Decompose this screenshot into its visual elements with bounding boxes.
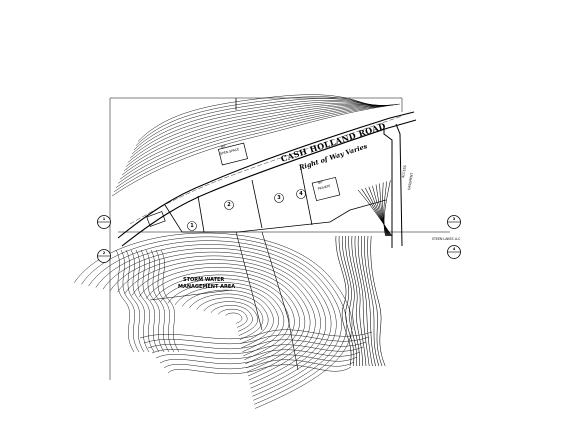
parcel-note: OPEN SPACE bbox=[219, 147, 239, 156]
contour-line bbox=[135, 249, 155, 353]
slope-line bbox=[372, 185, 390, 237]
contour-line bbox=[135, 96, 377, 146]
lot-marker-3 bbox=[274, 193, 284, 203]
contour-line bbox=[203, 301, 258, 336]
contour-line bbox=[167, 282, 285, 357]
contour-line bbox=[163, 359, 355, 370]
road-right-of-way bbox=[117, 111, 417, 248]
contour-line bbox=[115, 249, 135, 353]
lot-label-4: 4 bbox=[299, 191, 303, 197]
contour-line bbox=[143, 334, 370, 345]
contour-line bbox=[137, 94, 375, 142]
slope-line bbox=[375, 184, 389, 237]
stormwater-area-label-2: MANAGEMENT AREA bbox=[178, 284, 235, 290]
lot-marker-4 bbox=[296, 189, 306, 199]
contour-line bbox=[127, 102, 385, 163]
lot-label-2: 2 bbox=[227, 202, 231, 208]
slope-line bbox=[370, 235, 386, 367]
contour-line bbox=[113, 104, 399, 192]
contour-line bbox=[196, 297, 264, 340]
contour-line bbox=[151, 344, 364, 355]
drawing-border bbox=[109, 97, 403, 380]
contour-line bbox=[117, 104, 395, 184]
slope-line bbox=[383, 181, 388, 237]
lot-marker-1 bbox=[187, 221, 197, 231]
contour-line bbox=[133, 98, 379, 150]
contour-line bbox=[95, 244, 337, 397]
contour-line bbox=[174, 286, 279, 352]
section-markers bbox=[97, 215, 461, 263]
slope-line bbox=[342, 235, 358, 367]
contour-line bbox=[124, 259, 316, 381]
contour-line bbox=[125, 103, 387, 167]
slope-line bbox=[364, 187, 391, 237]
lot-markers bbox=[187, 189, 306, 231]
slope-line bbox=[382, 182, 388, 237]
adjoiner-note: STEEN LAKES LLC bbox=[432, 237, 461, 241]
lot-label-3: 3 bbox=[277, 195, 281, 201]
contour-line bbox=[120, 249, 140, 353]
slope-line bbox=[338, 235, 355, 367]
easement-use-note: EASEMENT bbox=[407, 172, 414, 190]
contour-line bbox=[131, 99, 381, 155]
slope-line bbox=[345, 235, 360, 367]
contour-line bbox=[110, 251, 327, 389]
slope-line bbox=[357, 235, 373, 367]
lot-marker-2 bbox=[224, 200, 234, 210]
adjoining-note: N/F bbox=[317, 180, 323, 185]
slope-line bbox=[361, 188, 392, 237]
contour-line bbox=[140, 249, 160, 353]
slope-line bbox=[348, 235, 364, 367]
contour-line bbox=[129, 101, 383, 159]
contour-line bbox=[225, 312, 243, 324]
contour-line bbox=[139, 329, 373, 340]
contour-line bbox=[145, 249, 165, 353]
contour-line bbox=[125, 249, 145, 353]
contour-line bbox=[130, 249, 150, 353]
slope-line bbox=[364, 235, 380, 367]
lot-label-1: 1 bbox=[190, 223, 194, 229]
slope-line bbox=[360, 235, 376, 367]
stormwater-area-label-1: STORM WATER bbox=[183, 277, 224, 283]
contour-line bbox=[121, 105, 391, 176]
contour-line bbox=[159, 354, 358, 365]
contour-line bbox=[167, 364, 352, 375]
contour-line bbox=[74, 232, 353, 409]
easement-note: ACCESS bbox=[401, 165, 407, 178]
topographic-contours bbox=[74, 94, 401, 409]
contour-line bbox=[138, 267, 306, 373]
contour-line bbox=[111, 103, 401, 197]
steep-slope-contours bbox=[335, 180, 393, 367]
section-marker-w-label: 2 bbox=[103, 251, 106, 255]
section-marker-nw-label: 1 bbox=[103, 217, 106, 221]
contour-line bbox=[218, 308, 248, 328]
contour-line bbox=[160, 278, 290, 361]
slope-line bbox=[354, 235, 370, 367]
contour-line bbox=[155, 349, 361, 360]
property-lines bbox=[118, 163, 450, 371]
slope-line bbox=[351, 235, 367, 367]
slope-line bbox=[357, 189, 393, 237]
section-marker-ne-label: 3 bbox=[453, 217, 456, 221]
buildings bbox=[146, 142, 341, 227]
contour-line bbox=[147, 339, 367, 350]
contour-line bbox=[119, 104, 393, 180]
slope-line bbox=[335, 235, 352, 367]
slope-line bbox=[367, 235, 383, 367]
slope-line bbox=[379, 183, 388, 237]
slope-line bbox=[368, 186, 391, 237]
slope-line bbox=[383, 180, 391, 237]
adjoining-use-note: PRIVATE bbox=[317, 184, 331, 191]
contour-line bbox=[153, 274, 295, 365]
contour-line bbox=[131, 263, 311, 377]
owner-note: N/F bbox=[220, 144, 226, 149]
contour-line bbox=[115, 104, 397, 188]
section-marker-e-label: 4 bbox=[453, 247, 456, 251]
contour-line bbox=[123, 104, 389, 171]
